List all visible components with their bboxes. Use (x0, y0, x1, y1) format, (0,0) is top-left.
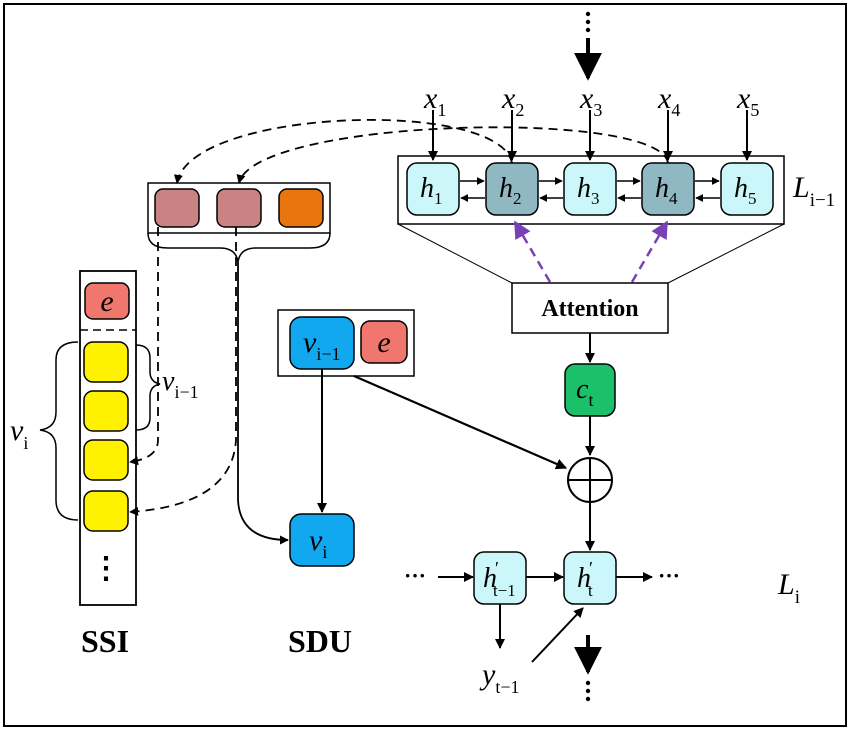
output-label: yt−1 (479, 658, 519, 697)
pooled-state-group (147, 182, 331, 263)
ssi-slot-2 (83, 390, 129, 432)
input-x4: x4 (657, 82, 680, 120)
output-feedback-arrow (531, 607, 584, 663)
ssi-brace-vi-label: vi (10, 414, 28, 453)
ssi-slot-1 (83, 341, 129, 383)
context-label: ct (576, 374, 593, 410)
sdu-e-cell (360, 320, 408, 364)
input-labels: x1 x2 x3 x4 x5 (423, 82, 759, 120)
encoder-cell-h5 (720, 162, 774, 216)
encoder-cell-h1 (406, 162, 460, 216)
h4-label: h4 (655, 173, 678, 208)
pooled-cell-3 (278, 188, 324, 228)
pooled-to-ssi-arrows (129, 227, 237, 516)
ssi-slot-3 (83, 439, 129, 481)
sdu-group: vi−1 e (277, 309, 415, 377)
decoder-prev-label: h′t−1 (483, 558, 516, 600)
sum-operator-icon (567, 457, 613, 503)
attention-label: Attention (541, 296, 638, 322)
decoder-dots-left: ··· (404, 563, 426, 588)
input-x1: x1 (423, 82, 446, 120)
sdu-out-label: vi (309, 524, 327, 562)
attention-funnel-lines (397, 223, 785, 284)
ssi-box (79, 270, 137, 606)
input-x5: x5 (736, 82, 759, 120)
brace-to-vi-arrow (237, 262, 289, 545)
top-incoming-arrow (574, 11, 602, 81)
bottom-outgoing-arrow (574, 635, 602, 702)
pooled-cell-1 (154, 188, 200, 228)
ssi-brace-vi1-label: vi−1 (162, 366, 199, 402)
decoder-curr-label: h′t (577, 558, 593, 600)
outer-frame (3, 3, 847, 727)
ssi-ellipsis: ⋮ (91, 552, 121, 585)
ssi-brace-vi1 (135, 344, 161, 431)
h5-label: h5 (734, 173, 757, 208)
h2-label: h2 (499, 173, 522, 208)
ssi-e-cell (84, 282, 130, 320)
sdu-out-cell (289, 513, 355, 567)
ssi-column: e ⋮ (79, 270, 137, 606)
pooled-cell-2 (216, 188, 262, 228)
encoder-cell-labels: h1 h2 h3 h4 h5 (420, 173, 757, 208)
input-arrows (428, 110, 752, 161)
decoder-dots-right: ··· (658, 563, 680, 588)
encoder-layer-label: Li−1 (792, 171, 835, 211)
ssi-label: SSI (81, 623, 129, 659)
attention-weight-arrows (513, 220, 669, 283)
attention-box (511, 282, 669, 334)
sdu-to-sum-arrow (353, 374, 568, 470)
decoder-layer-label: Li (777, 568, 800, 608)
input-x3: x3 (579, 82, 602, 120)
sdu-label: SDU (288, 623, 352, 659)
input-x2: x2 (501, 82, 524, 120)
ssi-brace-vi (39, 341, 79, 521)
h1-label: h1 (420, 173, 443, 208)
ssi-slot-4 (83, 490, 129, 532)
encoder-cell-h3 (563, 162, 617, 216)
sdu-e-label: e (377, 326, 390, 359)
h3-label: h3 (577, 173, 600, 208)
bidirectional-arrows (460, 177, 720, 202)
encoder-cells (406, 162, 774, 216)
ssi-e-label: e (100, 285, 113, 318)
sdu-prev-label: vi−1 (303, 326, 340, 364)
selection-dashed-arcs (173, 119, 669, 184)
